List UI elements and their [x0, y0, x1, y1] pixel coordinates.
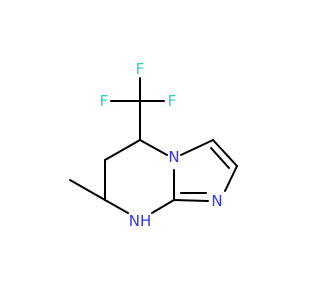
- atom-f-top: F: [136, 60, 145, 78]
- bond-c5-c6: [104, 139, 141, 161]
- atom-n-bridge: N: [168, 148, 179, 166]
- bond-c7-n8: [104, 199, 129, 214]
- atom-f-left: F: [100, 92, 109, 110]
- bonds: [69, 77, 238, 214]
- atom-labels: F F F N N NH: [100, 60, 223, 230]
- atom-f-right: F: [168, 92, 177, 110]
- bond-c2-n1: [224, 165, 238, 192]
- bond-n8-c8a: [151, 199, 175, 214]
- bond-n4-c3: [180, 139, 214, 156]
- bond-c5-n4: [139, 139, 168, 156]
- molecule-structure: F F F N N NH: [69, 60, 238, 230]
- atom-n-ring: N: [211, 192, 222, 210]
- atom-nh: NH: [129, 212, 152, 230]
- bond-c3-c2-outer: [212, 139, 238, 167]
- bond-n1-c8a-outer: [173, 199, 209, 202]
- bond-c3-c2-inner: [210, 147, 230, 169]
- bond-c7-methyl: [69, 179, 106, 201]
